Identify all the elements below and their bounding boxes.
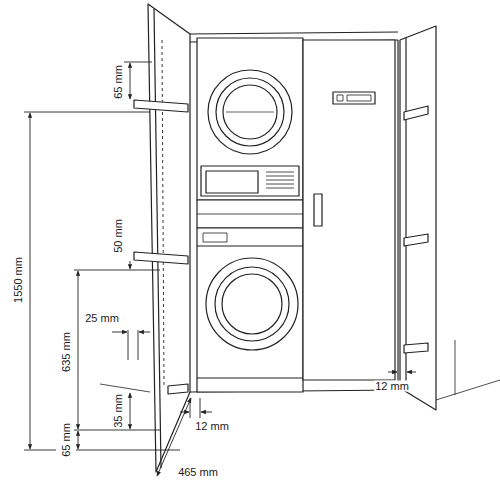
dimension-label: 12 mm [194, 421, 230, 432]
right-door [400, 26, 436, 410]
tall-cabinet [303, 40, 395, 380]
dimension-label: 50 mm [113, 218, 124, 254]
washing-machine [197, 228, 303, 392]
tumble-dryer [197, 38, 303, 200]
dimension-lines [24, 62, 416, 476]
left-side-panel [128, 4, 190, 472]
dimension-label: 65 mm [113, 64, 124, 100]
dimension-label: 65 mm [61, 422, 72, 458]
dimension-label: 25 mm [84, 313, 120, 324]
stacking-kit [197, 200, 303, 228]
dimension-label: 12 mm [374, 381, 410, 392]
dimension-label: 635 mm [61, 331, 72, 373]
dimension-label: 465 mm [177, 467, 219, 478]
rail [134, 100, 188, 394]
dimension-label: 1550 mm [13, 256, 24, 304]
dimension-label: 35 mm [113, 393, 124, 429]
